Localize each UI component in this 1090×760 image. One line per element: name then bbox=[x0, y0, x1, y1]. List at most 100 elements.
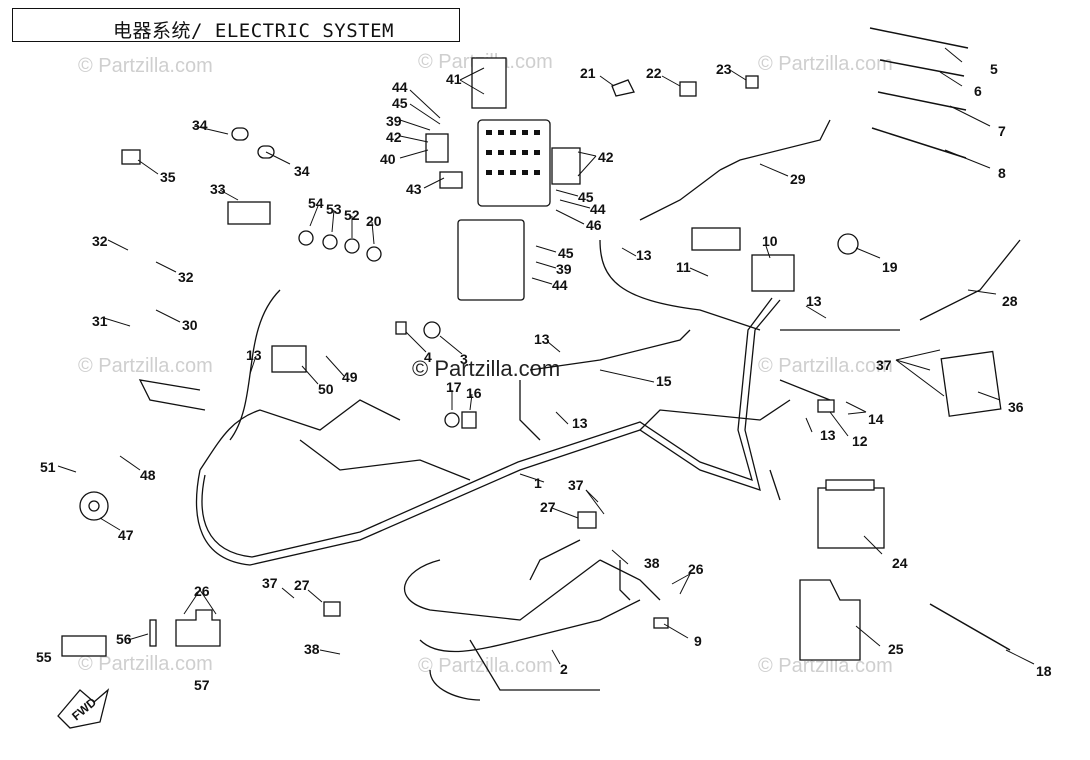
callout-20: 20 bbox=[366, 213, 382, 229]
callout-14: 14 bbox=[868, 411, 884, 427]
callout-35: 35 bbox=[160, 169, 176, 185]
callout-46: 46 bbox=[586, 217, 602, 233]
callout-43: 43 bbox=[406, 181, 422, 197]
callout-39-b: 39 bbox=[556, 261, 572, 277]
callout-42-b: 42 bbox=[598, 149, 614, 165]
part-56 bbox=[149, 619, 157, 647]
watermark-5: © Partzilla.com bbox=[758, 355, 893, 377]
controller-12 bbox=[691, 227, 741, 251]
watermarks: © Partzilla.com © Partzilla.com © Partzi… bbox=[78, 51, 893, 677]
main-harness bbox=[138, 119, 1021, 701]
battery-bracket bbox=[799, 579, 861, 661]
rod-18 bbox=[929, 603, 1011, 651]
callout-44-b: 44 bbox=[590, 201, 606, 217]
callout-28: 28 bbox=[1002, 293, 1018, 309]
fwd-arrow: FWD bbox=[57, 688, 110, 729]
part-55 bbox=[61, 635, 107, 657]
callout-32-a: 32 bbox=[92, 233, 108, 249]
callout-48: 48 bbox=[140, 467, 156, 483]
callout-40: 40 bbox=[380, 151, 396, 167]
callout-44-a: 44 bbox=[392, 79, 408, 95]
callout-7: 7 bbox=[998, 123, 1006, 139]
callout-8: 8 bbox=[998, 165, 1006, 181]
callout-4: 4 bbox=[424, 349, 432, 365]
callout-32-b: 32 bbox=[178, 269, 194, 285]
callout-44-c: 44 bbox=[552, 277, 568, 293]
callouts: 1 2 3 4 5 6 7 8 9 10 11 12 13 13 13 13 1… bbox=[36, 61, 1052, 693]
callout-51: 51 bbox=[40, 459, 56, 475]
callout-54: 54 bbox=[308, 195, 324, 211]
callout-37-a: 37 bbox=[876, 357, 892, 373]
callout-6: 6 bbox=[974, 83, 982, 99]
callout-16: 16 bbox=[466, 385, 482, 401]
part-50 bbox=[271, 345, 307, 373]
callout-9: 9 bbox=[694, 633, 702, 649]
callout-49: 49 bbox=[342, 369, 358, 385]
battery bbox=[817, 487, 885, 549]
part-19 bbox=[837, 233, 859, 255]
callout-15: 15 bbox=[656, 373, 672, 389]
callout-47: 47 bbox=[118, 527, 134, 543]
leader-lines bbox=[57, 47, 1035, 665]
callout-25: 25 bbox=[888, 641, 904, 657]
callout-10: 10 bbox=[762, 233, 778, 249]
callout-22: 22 bbox=[646, 65, 662, 81]
part-22 bbox=[679, 81, 697, 97]
callout-37-b: 37 bbox=[568, 477, 584, 493]
callout-13-c: 13 bbox=[534, 331, 550, 347]
callout-27-b: 27 bbox=[294, 577, 310, 593]
ecu-module bbox=[940, 350, 1002, 417]
fuse-box-cover bbox=[457, 219, 525, 301]
module-10 bbox=[751, 254, 795, 292]
clip-34-a bbox=[231, 127, 249, 141]
callout-45-a: 45 bbox=[392, 95, 408, 111]
callout-24: 24 bbox=[892, 555, 908, 571]
watermark-3: © Partzilla.com bbox=[758, 53, 893, 75]
callout-34-b: 34 bbox=[294, 163, 310, 179]
callout-56: 56 bbox=[116, 631, 132, 647]
callout-37-c: 37 bbox=[262, 575, 278, 591]
part-4 bbox=[395, 321, 407, 335]
callout-45-c: 45 bbox=[558, 245, 574, 261]
part-9 bbox=[653, 617, 669, 629]
callout-3: 3 bbox=[460, 351, 468, 367]
callout-27-a: 27 bbox=[540, 499, 556, 515]
callout-18: 18 bbox=[1036, 663, 1052, 679]
sensor-54 bbox=[298, 230, 314, 246]
callout-26-b: 26 bbox=[194, 583, 210, 599]
part-23 bbox=[745, 75, 759, 89]
callout-41: 41 bbox=[446, 71, 462, 87]
sensor-20 bbox=[366, 246, 382, 262]
page-title: 电器系统/ ELECTRIC SYSTEM bbox=[113, 20, 394, 42]
watermark-center: © Partzilla.com bbox=[412, 356, 560, 381]
callout-57: 57 bbox=[194, 677, 210, 693]
callout-5: 5 bbox=[990, 61, 998, 77]
title-box: 电器系统/ ELECTRIC SYSTEM bbox=[12, 8, 460, 42]
rods bbox=[869, 27, 1011, 651]
horn-center bbox=[88, 500, 100, 512]
callout-31: 31 bbox=[92, 313, 108, 329]
callout-30: 30 bbox=[182, 317, 198, 333]
part-14 bbox=[817, 399, 835, 413]
callout-17: 17 bbox=[446, 379, 462, 395]
part-35 bbox=[121, 149, 141, 165]
part-27-upper bbox=[577, 511, 597, 529]
part-57 bbox=[175, 609, 221, 647]
part-21 bbox=[611, 79, 635, 97]
part-33 bbox=[227, 201, 271, 225]
parts bbox=[61, 57, 1002, 661]
callout-42-a: 42 bbox=[386, 129, 402, 145]
callout-29: 29 bbox=[790, 171, 806, 187]
callout-33: 33 bbox=[210, 181, 226, 197]
part-17 bbox=[444, 412, 460, 428]
rod-5 bbox=[869, 27, 969, 49]
callout-39-a: 39 bbox=[386, 113, 402, 129]
fuse-box bbox=[477, 119, 551, 207]
callout-55: 55 bbox=[36, 649, 52, 665]
watermark-4: © Partzilla.com bbox=[78, 355, 213, 377]
callout-13-b: 13 bbox=[636, 247, 652, 263]
rod-8 bbox=[871, 127, 967, 159]
callout-26-a: 26 bbox=[688, 561, 704, 577]
callout-52: 52 bbox=[344, 207, 360, 223]
